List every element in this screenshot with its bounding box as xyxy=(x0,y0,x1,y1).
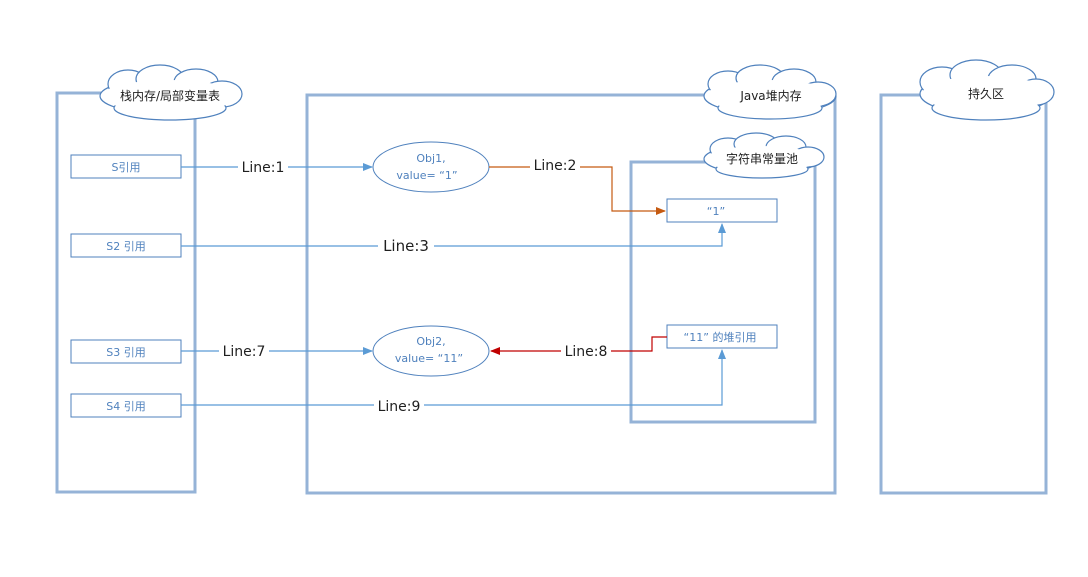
pool-cloud xyxy=(703,132,825,179)
line1-label: Line:1 xyxy=(242,160,285,176)
line1-label-bg xyxy=(238,158,288,176)
obj2-value: value= “11” xyxy=(395,352,463,365)
line9-connector xyxy=(181,349,726,406)
obj1-name: Obj1, xyxy=(416,152,445,165)
line7-label-bg xyxy=(219,342,269,360)
line3-label: Line:3 xyxy=(383,237,429,255)
obj2-name: Obj2, xyxy=(416,335,445,348)
line9-label: Line:9 xyxy=(378,399,421,415)
line7-label: Line:7 xyxy=(223,344,266,360)
perm-region xyxy=(879,93,1048,495)
line2-label-bg xyxy=(530,156,580,174)
perm-region-label: 持久区 xyxy=(968,86,1004,101)
line3-connector xyxy=(181,223,726,247)
stack-cloud xyxy=(99,64,243,121)
heap-cloud xyxy=(703,64,837,120)
s2-ref-label: S2 引用 xyxy=(106,239,145,253)
obj2-ellipse xyxy=(372,325,490,377)
perm-cloud xyxy=(919,59,1055,121)
s-ref-label: S引用 xyxy=(112,160,141,174)
stack-region xyxy=(55,91,197,494)
pool-one-box xyxy=(666,198,778,223)
line3-label-bg xyxy=(378,237,434,255)
pool-one-label: “1” xyxy=(707,205,725,218)
pool-eleven-ref-label: “11” 的堆引用 xyxy=(684,330,757,344)
line8-label-bg xyxy=(561,342,611,360)
s3-ref-label: S3 引用 xyxy=(106,345,145,359)
s4-ref-label: S4 引用 xyxy=(106,399,145,413)
heap-region-label: Java堆内存 xyxy=(739,89,801,103)
line2-label: Line:2 xyxy=(534,158,577,174)
pool-region-label: 字符串常量池 xyxy=(726,151,798,166)
line8-label: Line:8 xyxy=(565,344,608,360)
obj1-value: value= “1” xyxy=(396,169,457,182)
obj1-ellipse xyxy=(372,141,490,193)
stack-region-label: 栈内存/局部变量表 xyxy=(120,88,220,103)
line9-label-bg xyxy=(374,397,424,415)
